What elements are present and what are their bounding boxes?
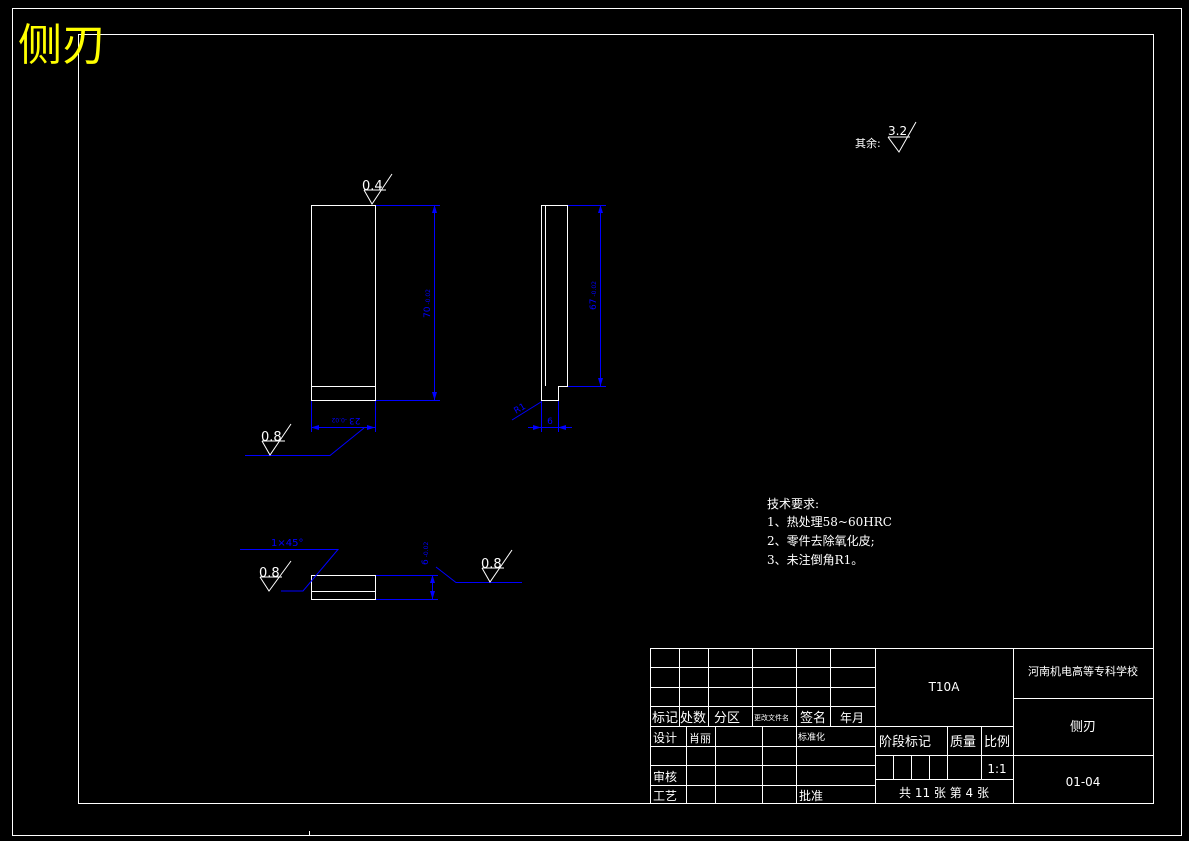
roughness-top-value: 0.4 — [362, 179, 383, 194]
outer-border — [12, 8, 1182, 836]
tb-col-zone: 分区 — [714, 711, 740, 726]
tb-col-date: 年月 — [840, 711, 864, 725]
tb-col-count: 处数 — [680, 711, 706, 726]
tb-drawing-number: 01-04 — [1066, 775, 1101, 789]
tb-weight: 质量 — [950, 735, 976, 750]
tech-requirement-item: 2、零件去除氧化皮; — [767, 533, 875, 548]
roughness-bottom-left-value: 0.8 — [259, 566, 280, 581]
front-height-dim: 70-0.02 — [423, 289, 433, 318]
tb-row-process: 工艺 — [653, 789, 677, 803]
tb-material: T10A — [928, 680, 961, 694]
arrow — [533, 425, 566, 430]
front-view: 0.4 70-0.02 23-0.02 0.8 — [245, 173, 440, 456]
chamfer-dim: 1×45° — [271, 538, 303, 549]
tb-col-sign: 签名 — [800, 710, 826, 726]
tb-row-design: 设计 — [653, 731, 677, 745]
front-view-outline — [311, 205, 376, 401]
bottom-thick-tol: -0.02 — [423, 542, 430, 558]
roughness-left-value: 0.8 — [261, 430, 282, 445]
front-width-tol: -0.02 — [331, 416, 347, 423]
side-height-value: 67 — [589, 299, 599, 310]
roughness-bottom-right-value: 0.8 — [481, 557, 502, 572]
title-block-text: 标记 处数 分区 更改文件名 签名 年月 设计 肖丽 标准化 审核 工艺 批准 … — [652, 664, 1138, 803]
roughness-symbol — [887, 121, 917, 153]
tech-requirement-item: 3、未注倒角R1。 — [767, 552, 863, 567]
title-block — [650, 648, 1154, 804]
roughness-bottom-left-symbol — [259, 560, 292, 592]
inner-border — [78, 34, 1154, 804]
bottom-thick-value: 6 — [421, 559, 431, 565]
side-view: 67 -0.02 R1 6 — [511, 205, 606, 432]
front-height-tol: -0.02 — [425, 289, 432, 305]
front-width-dim: 23-0.02 — [331, 415, 360, 425]
roughness-bottom-right-symbol — [481, 549, 513, 583]
tb-col-doc: 更改文件名 — [754, 713, 789, 722]
roughness-left-leader — [245, 427, 365, 456]
tb-col-mark: 标记 — [652, 711, 678, 726]
general-roughness: 其余: 3.2 — [855, 121, 917, 153]
arrow — [430, 575, 435, 599]
roughness-general-value: 3.2 — [888, 124, 907, 138]
drawing-title: 侧刃 — [18, 20, 106, 71]
tb-stage-mark: 阶段标记 — [879, 735, 931, 750]
tb-designer: 肖丽 — [689, 731, 711, 745]
bottom-view: 1×45° 0.8 6-0.02 0.8 — [240, 538, 522, 600]
tb-total-sheets: 共 11 张 第 4 张 — [899, 786, 989, 800]
roughness-bottom-right-leader — [435, 566, 522, 583]
side-height-tol: -0.02 — [591, 281, 598, 297]
roughness-general-prefix: 其余: — [855, 136, 881, 150]
tb-school: 河南机电高等专科学校 — [1028, 664, 1138, 678]
roughness-top-symbol — [363, 173, 393, 205]
radius-dim: R1 — [513, 402, 528, 417]
radius-leader — [511, 401, 542, 421]
tech-requirements-heading: 技术要求: — [767, 497, 819, 511]
chamfer-leader — [240, 549, 340, 592]
tb-row-review: 审核 — [653, 769, 677, 784]
tech-requirements: 技术要求: 1、热处理58~60HRC 2、零件去除氧化皮; 3、未注倒角R1。 — [767, 497, 892, 567]
tb-scale-label: 比例 — [984, 735, 1010, 750]
tech-requirement-item: 1、热处理58~60HRC — [767, 515, 892, 529]
roughness-left-symbol — [261, 423, 292, 456]
side-height-dim: 67 -0.02 — [589, 281, 599, 310]
tb-scale: 1:1 — [987, 762, 1006, 776]
tb-standardize: 标准化 — [798, 731, 825, 743]
tb-part-name: 侧刃 — [1070, 720, 1096, 735]
side-view-outline — [541, 205, 568, 401]
bottom-view-outline — [311, 575, 376, 600]
front-height-value: 70 — [423, 306, 433, 318]
front-width-value: 23 — [349, 415, 360, 425]
bottom-thick-dim: 6-0.02 — [421, 542, 431, 565]
tb-approve: 批准 — [799, 788, 823, 803]
side-thick-dim: 6 — [547, 417, 553, 427]
